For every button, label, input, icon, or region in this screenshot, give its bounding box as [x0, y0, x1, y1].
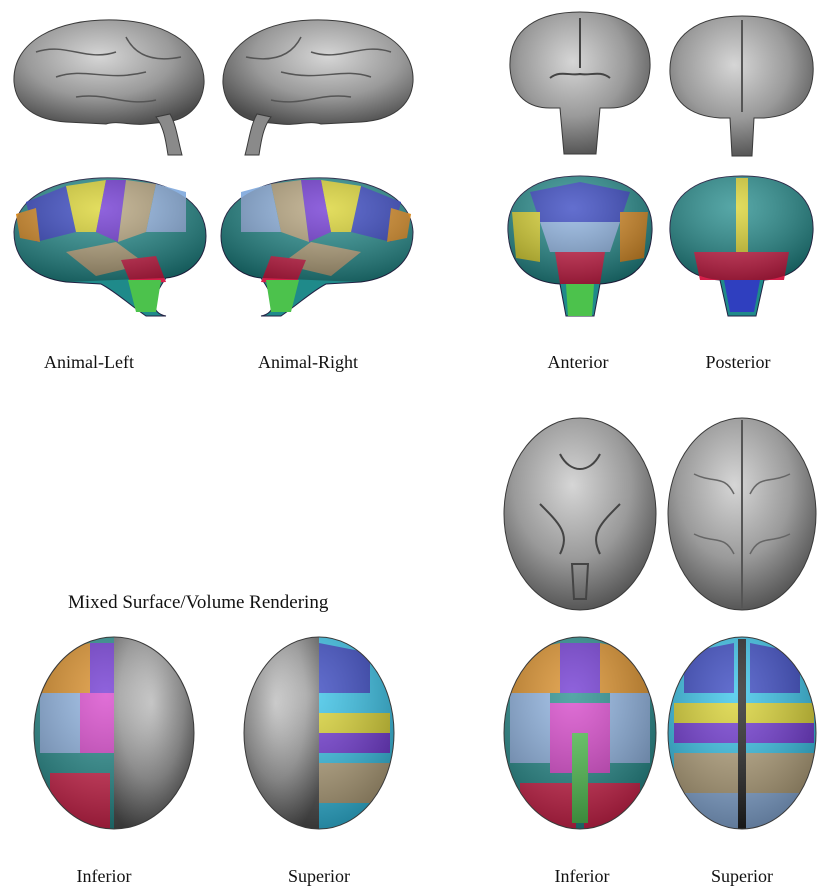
label-superior-atlas: Superior	[711, 866, 773, 886]
brain-surface-right-view	[217, 12, 421, 157]
brain-surface-anterior-view	[500, 8, 660, 158]
label-posterior: Posterior	[705, 352, 771, 372]
brain-surface-posterior-view	[664, 12, 819, 158]
brain-surface-left-view	[6, 12, 210, 157]
atlas-posterior-view	[664, 172, 819, 318]
atlas-left-view	[6, 172, 212, 318]
label-superior-mixed: Superior	[288, 866, 350, 886]
brain-surface-superior-view	[664, 414, 819, 612]
label-animal-left: Animal-Left	[44, 352, 134, 372]
label-animal-right: Animal-Right	[258, 352, 358, 372]
label-anterior: Anterior	[547, 352, 609, 372]
brain-surface-inferior-view	[500, 414, 660, 612]
atlas-superior-view	[664, 633, 819, 833]
mixed-inferior-view	[30, 633, 198, 833]
atlas-anterior-view	[500, 172, 660, 318]
mixed-rendering-title: Mixed Surface/Volume Rendering	[68, 592, 329, 613]
atlas-inferior-view	[500, 633, 660, 833]
label-inferior-atlas: Inferior	[554, 866, 610, 886]
label-inferior-mixed: Inferior	[76, 866, 132, 886]
atlas-right-view	[215, 172, 421, 318]
mixed-superior-view	[240, 633, 398, 833]
